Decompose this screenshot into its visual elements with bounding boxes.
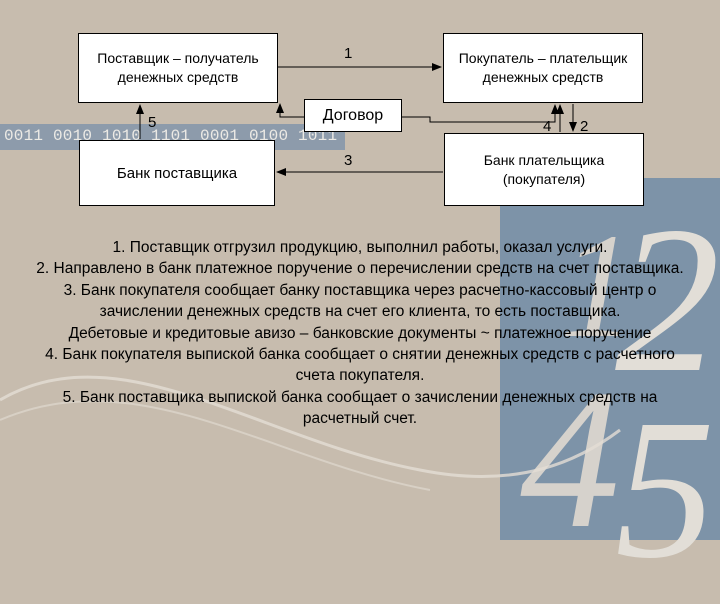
background-panel <box>500 178 720 540</box>
arrow-label-4: 4 <box>543 118 552 135</box>
supplier-box: Поставщик – получатель денежных средств <box>78 33 278 103</box>
diagram-arrows <box>136 63 577 176</box>
arrow-label-3: 3 <box>344 152 353 169</box>
supplier-bank-box: Банк поставщика <box>79 140 275 206</box>
arrow-label-1: 1 <box>344 45 353 62</box>
background-digit: 1 <box>560 203 635 369</box>
description-line: 3. Банк покупателя сообщает банку постав… <box>63 281 657 321</box>
arrow-label-2: 2 <box>580 118 589 135</box>
description-text: 1. Поставщик отгрузил продукцию, выполни… <box>28 237 692 430</box>
description-line: 4. Банк покупателя выпиской банка сообща… <box>45 346 675 385</box>
background-digit: 2 <box>615 184 720 416</box>
background-swirl <box>0 375 621 491</box>
description-line: 5. Банк поставщика выпиской банка сообща… <box>62 388 658 428</box>
contract-box: Договор <box>304 99 402 132</box>
buyer-box: Покупатель – плательщик денежных средств <box>443 33 643 103</box>
description-line: 1. Поставщик отгрузил продукцию, выполни… <box>112 239 608 256</box>
arrow-label-5: 5 <box>148 114 157 131</box>
description-line: Дебетовые и кредитовые авизо – банковски… <box>68 324 652 342</box>
description-line: 2. Направлено в банк платежное поручение… <box>36 260 684 278</box>
buyer-bank-box: Банк плательщика (покупателя) <box>444 133 644 206</box>
